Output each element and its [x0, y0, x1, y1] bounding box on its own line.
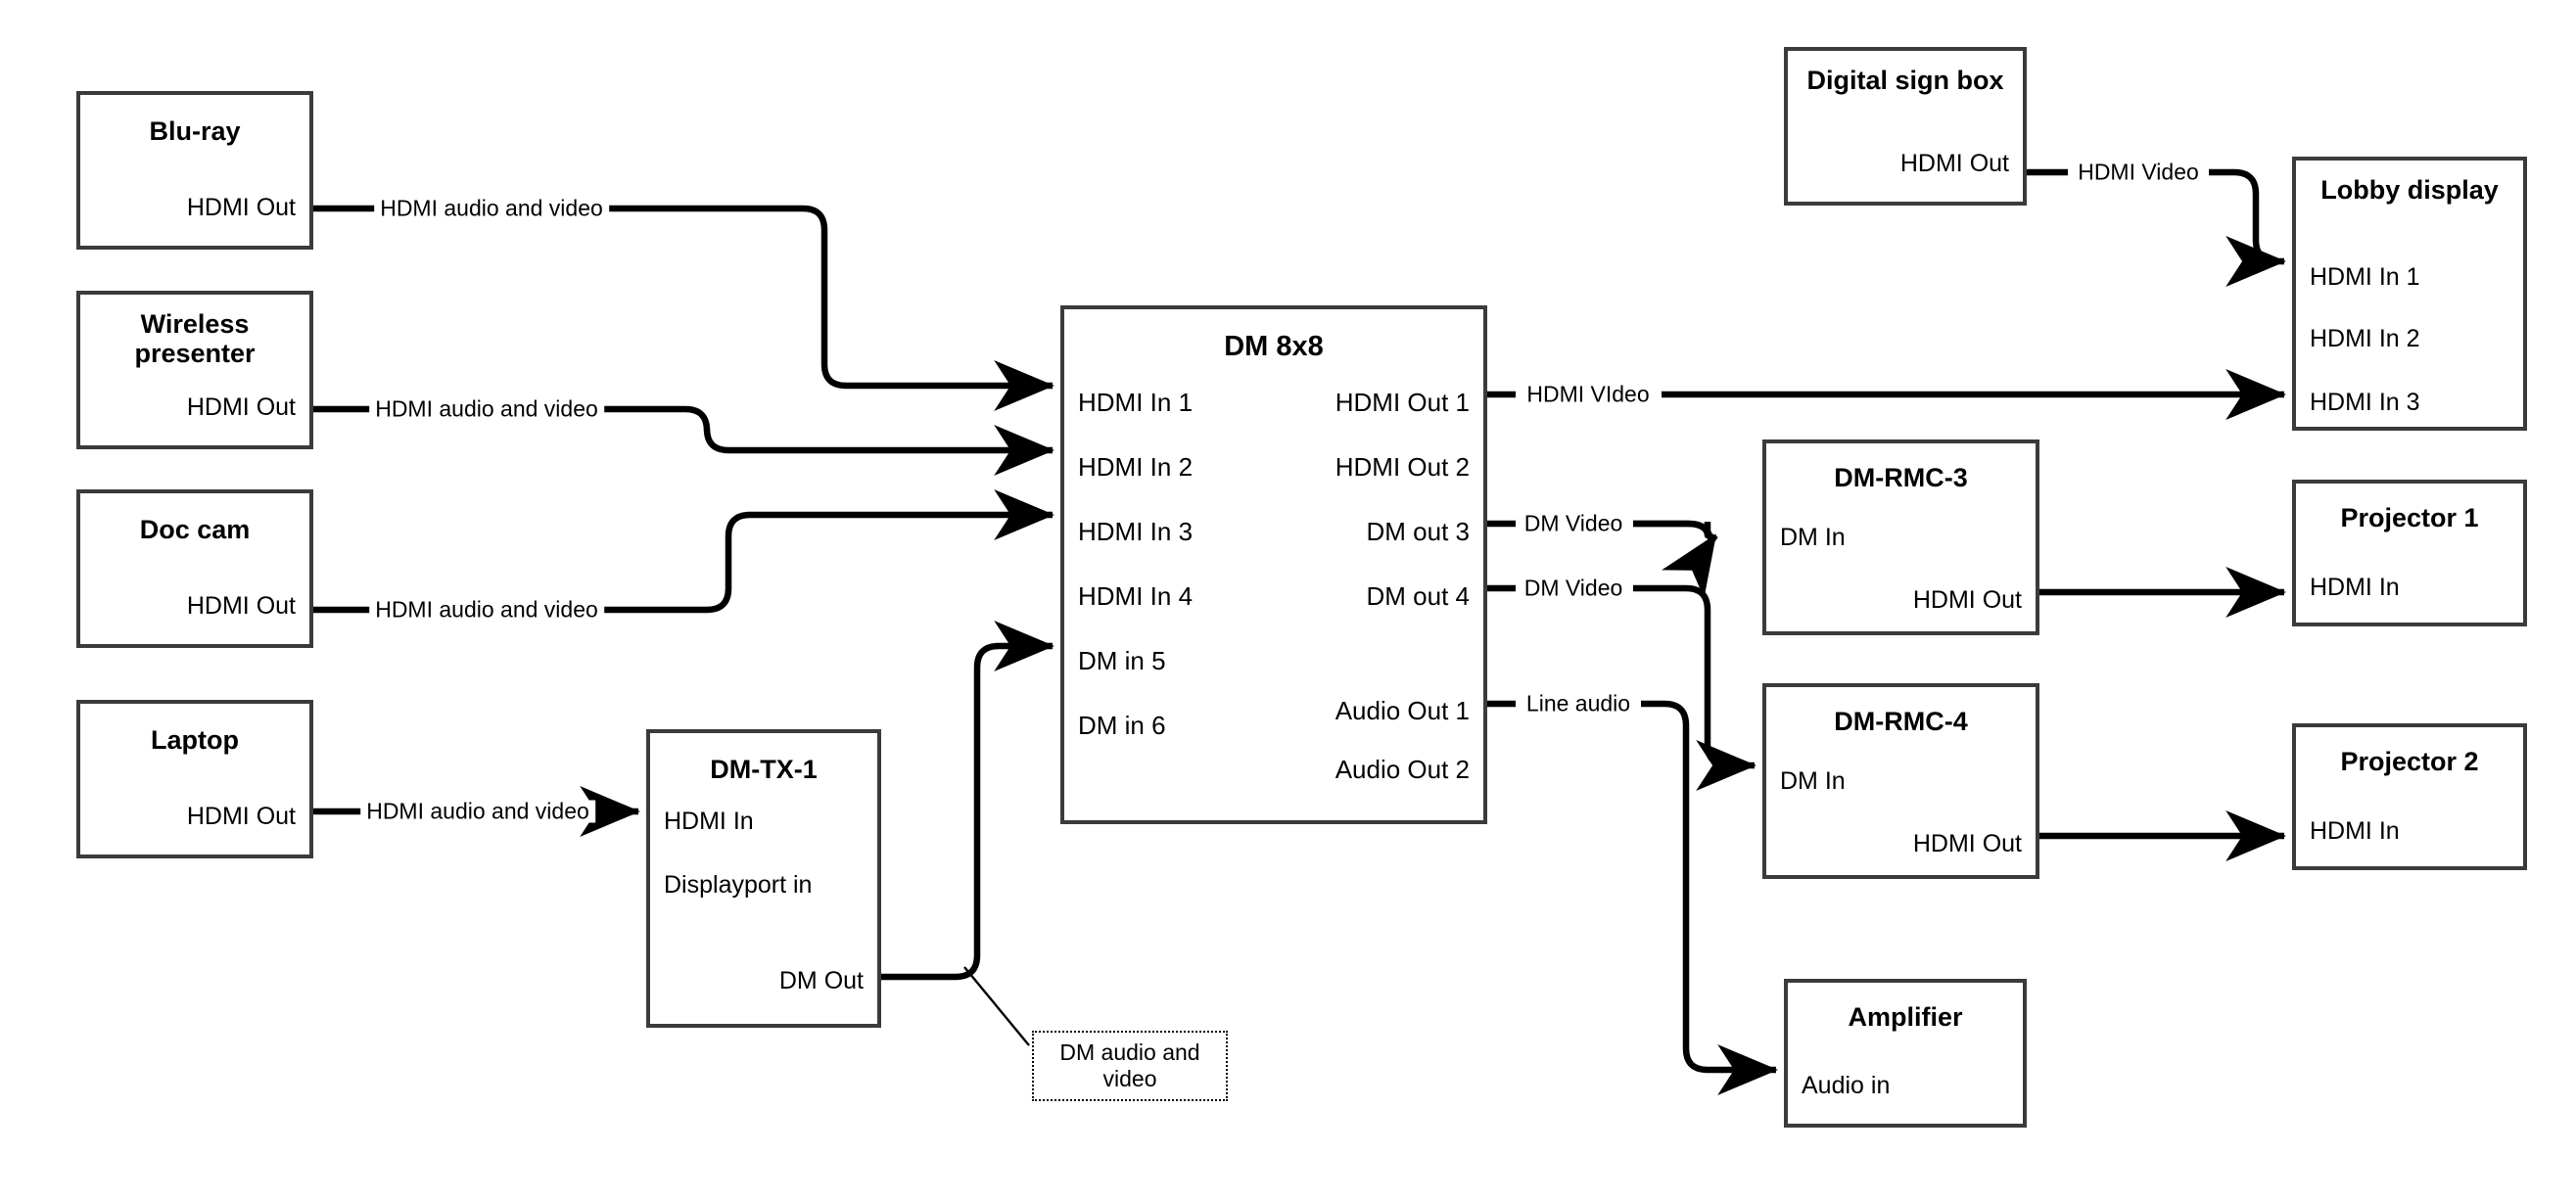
port-label[interactable]: HDMI Out: [186, 592, 296, 620]
port-label[interactable]: DM in 5: [1078, 646, 1166, 675]
edge-label-wireless-to-matrix: HDMI audio and video: [369, 397, 604, 421]
device-title: DM-RMC-3: [1834, 463, 1968, 492]
port-label[interactable]: HDMI In: [2310, 574, 2400, 601]
port-label[interactable]: Audio Out 2: [1335, 755, 1470, 784]
device-title: Doc cam: [139, 515, 251, 544]
port-label[interactable]: DM out 4: [1366, 581, 1471, 611]
wire-digitalsign-to-lobby-hdmi-in-1: [2027, 168, 2284, 261]
port-label[interactable]: Displayport in: [664, 871, 813, 899]
wire-wireless-to-hdmi-in-2: [313, 409, 1053, 450]
device-title: DM 8x8: [1224, 331, 1324, 362]
wire-dm-out-4-to-rmc4: [1487, 584, 1755, 765]
port-label[interactable]: HDMI In 1: [2310, 263, 2420, 291]
port-label[interactable]: HDMI Out: [186, 803, 296, 830]
device-projector-2[interactable]: Projector 2 HDMI In: [2292, 723, 2527, 870]
port-label[interactable]: HDMI Out: [186, 393, 296, 421]
port-label[interactable]: DM In: [1780, 767, 1846, 795]
port-label[interactable]: DM in 6: [1078, 711, 1166, 740]
wire-dmtx1-to-dm-in-5: [881, 621, 1054, 981]
device-dm-rmc-3[interactable]: DM-RMC-3 DM In HDMI Out: [1762, 439, 2039, 635]
edge-label-matrix-audioout1-to-amplifier: Line audio: [1520, 692, 1637, 716]
port-label[interactable]: HDMI In: [664, 808, 754, 835]
edge-label-matrix-hdmiout1-to-lobby: HDMI VIdeo: [1521, 383, 1656, 406]
port-label[interactable]: HDMI In: [2310, 817, 2400, 845]
device-title: DM-TX-1: [710, 755, 818, 784]
device-title: Amplifier: [1848, 1002, 1963, 1032]
device-title: Laptop: [151, 725, 239, 755]
port-label[interactable]: Audio Out 1: [1335, 696, 1470, 725]
device-title: Projector 1: [2340, 503, 2479, 532]
wire-bluray-to-hdmi-in-1: [313, 205, 1053, 386]
edge-label-matrix-dmout3-to-rmc3: DM Video: [1518, 512, 1629, 535]
edge-label-laptop-to-dmtx1: HDMI audio and video: [360, 800, 595, 823]
edge-label-matrix-dmout4-to-rmc4: DM Video: [1518, 577, 1629, 600]
port-label[interactable]: HDMI In 3: [1078, 517, 1194, 546]
edge-label-digitalsign-to-lobby: HDMI Video: [2072, 161, 2205, 184]
port-label[interactable]: HDMI Out: [1899, 150, 2009, 177]
port-label[interactable]: HDMI In 4: [1078, 581, 1194, 611]
edge-label-bluray-to-matrix: HDMI audio and video: [374, 197, 609, 220]
device-title: Blu-ray: [149, 116, 241, 146]
device-title: DM-RMC-4: [1834, 707, 1968, 736]
device-title: Projector 2: [2340, 747, 2479, 776]
device-title: Lobby display: [2320, 175, 2499, 205]
port-label[interactable]: HDMI Out: [1912, 586, 2022, 614]
port-label[interactable]: Audio in: [1802, 1072, 1891, 1099]
device-projector-1[interactable]: Projector 1 HDMI In: [2292, 480, 2527, 626]
note-dm-audio-video-note: DM audio and video: [1032, 1031, 1228, 1101]
wire-dm-out-3-to-rmc3-arrow: [1633, 520, 1718, 599]
device-dm-rmc-4[interactable]: DM-RMC-4 DM In HDMI Out: [1762, 683, 2039, 879]
edge-label-doccam-to-matrix: HDMI audio and video: [369, 598, 604, 622]
port-label[interactable]: HDMI In 2: [2310, 325, 2420, 352]
port-label[interactable]: DM In: [1780, 524, 1846, 551]
port-label[interactable]: DM out 3: [1366, 517, 1471, 546]
port-label[interactable]: HDMI Out: [186, 194, 296, 221]
port-label[interactable]: DM Out: [778, 967, 864, 994]
device-title: Digital sign box: [1806, 66, 2004, 95]
port-label[interactable]: HDMI Out: [1912, 830, 2022, 857]
wire-audio-out-1-to-amplifier: [1487, 700, 1776, 1070]
device-title: Wireless presenter: [134, 309, 256, 369]
port-label[interactable]: HDMI Out 2: [1335, 452, 1470, 482]
port-label[interactable]: HDMI In 1: [1078, 388, 1194, 417]
port-label[interactable]: HDMI In 2: [1078, 452, 1194, 482]
port-label[interactable]: HDMI In 3: [2310, 389, 2420, 416]
port-label[interactable]: HDMI Out 1: [1335, 388, 1470, 417]
wire-doccam-to-hdmi-in-3: [313, 515, 1053, 614]
wire-note-leader: [963, 966, 1030, 1046]
